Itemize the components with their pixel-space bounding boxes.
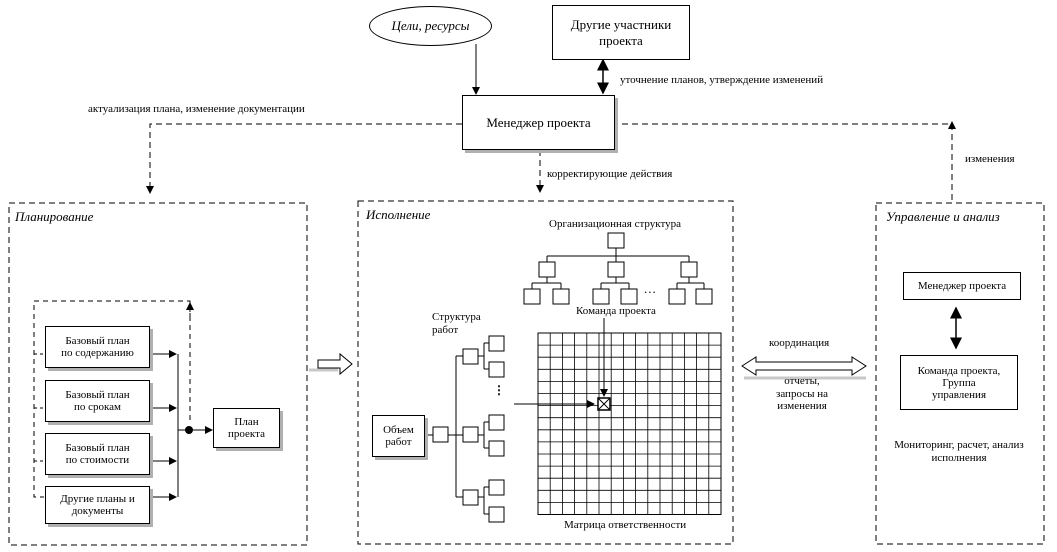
org-node	[523, 288, 541, 305]
org-structure-label: Организационная структура	[549, 218, 681, 230]
corrective-label: корректирующие действия	[547, 168, 673, 180]
wbs-node	[488, 361, 505, 378]
org-node	[668, 288, 686, 305]
manager-to-planning-arrow	[146, 123, 462, 194]
org-node	[538, 261, 556, 278]
coordination-double-arrow	[741, 356, 867, 376]
planning-title: Планирование	[15, 209, 94, 224]
project-manager-box: Менеджер проекта	[462, 95, 615, 150]
goals-ellipse: Цели, ресурсы	[369, 6, 492, 46]
control-title: Управление и анализ	[886, 209, 1000, 224]
wbs-node	[462, 426, 479, 443]
changes-label: изменения	[965, 153, 1015, 165]
control-to-manager-arrow	[615, 123, 953, 200]
wbs-vdots: ⋮	[493, 383, 505, 397]
org-node	[680, 261, 698, 278]
org-node	[620, 288, 638, 305]
org-ellipsis: ...	[644, 281, 657, 296]
feedback-loop	[33, 300, 191, 498]
control-frame	[875, 202, 1045, 545]
planning-to-execution-arrow	[317, 352, 353, 376]
wbs-node	[432, 426, 449, 443]
org-node	[592, 288, 610, 305]
wbs-node	[488, 479, 505, 496]
wbs-node	[488, 414, 505, 431]
refine-label: уточнение планов, утверждение изменений	[620, 74, 824, 86]
wbs-node	[462, 348, 479, 365]
org-node	[552, 288, 570, 305]
coordination-label: координация	[769, 337, 830, 349]
actualize-label: актуализация плана, изменение документац…	[88, 103, 305, 115]
org-node	[607, 232, 625, 249]
matrix-border	[537, 332, 722, 515]
junction-dot	[185, 426, 193, 434]
org-node	[695, 288, 713, 305]
wbs-node	[488, 440, 505, 457]
project-team-label: Команда проекта	[576, 305, 656, 317]
wbs-node	[462, 489, 479, 506]
org-node	[607, 261, 625, 278]
matrix-label: Матрица ответственности	[564, 519, 687, 531]
wbs-node	[488, 335, 505, 352]
execution-frame	[357, 200, 734, 545]
execution-title: Исполнение	[366, 207, 431, 222]
control-manager-box: Менеджер проекта	[903, 272, 1021, 300]
wbs-node	[488, 506, 505, 523]
responsibility-matrix	[537, 332, 722, 515]
